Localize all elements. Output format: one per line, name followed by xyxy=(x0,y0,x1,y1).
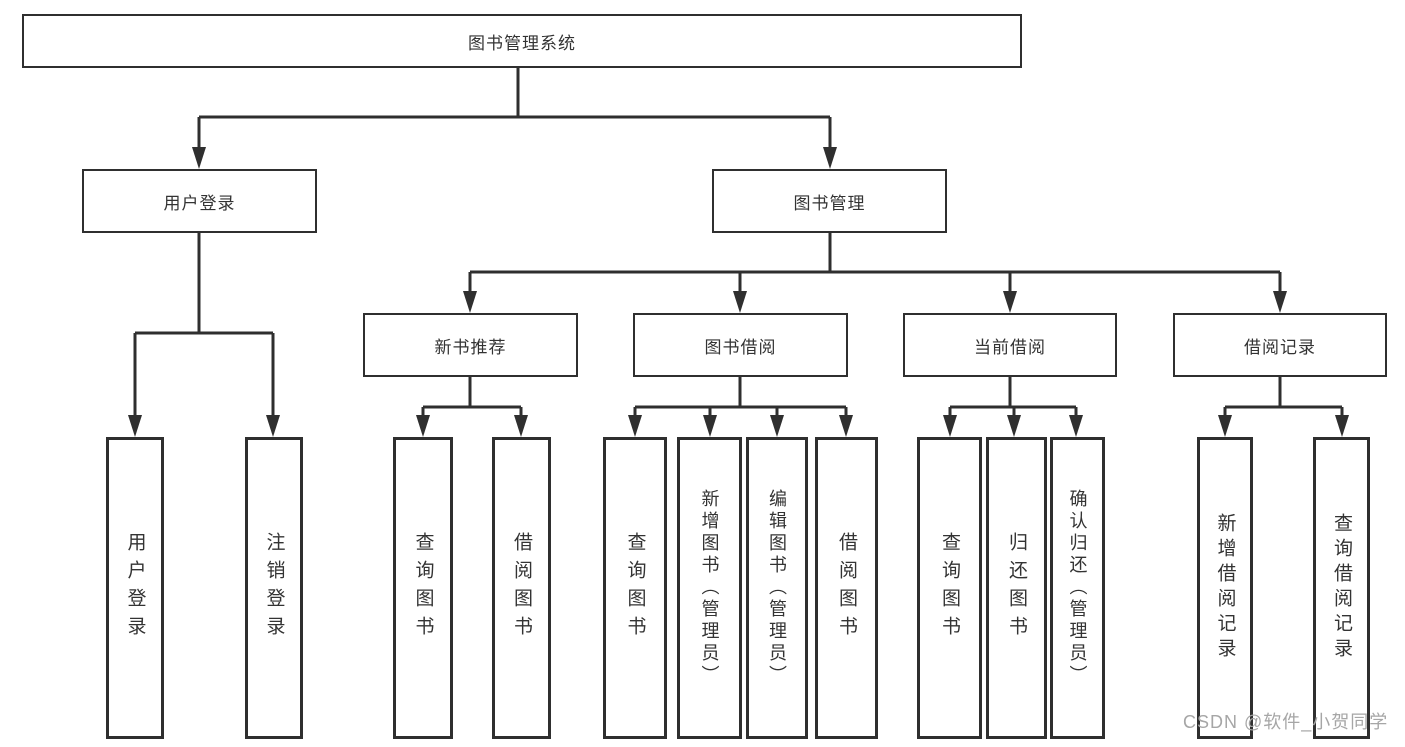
leaf-cb-confirm-return-admin-label: 确认归还（管理员） xyxy=(1067,489,1088,687)
leaf-logout-label: 注销登录 xyxy=(263,532,285,644)
leaf-br-query-record-label: 查询借阅记录 xyxy=(1331,513,1352,663)
connector-current-borrow-to-leaves xyxy=(943,377,1083,437)
leaf-bb-query-books: 查询图书 xyxy=(603,437,667,739)
connector-book-mgmt-to-level3 xyxy=(463,233,1287,313)
connector-root-to-level2 xyxy=(192,68,837,169)
leaf-logout: 注销登录 xyxy=(245,437,303,739)
node-new-book-recommend-label: 新书推荐 xyxy=(434,337,507,357)
leaf-bb-add-books-admin: 新增图书（管理员） xyxy=(677,437,742,739)
node-borrow-record: 借阅记录 xyxy=(1173,313,1387,377)
leaf-nbr-query-books: 查询图书 xyxy=(393,437,453,739)
leaf-user-login-label: 用户登录 xyxy=(124,532,146,644)
node-root-label: 图书管理系统 xyxy=(468,33,576,53)
leaf-br-add-record-label: 新增借阅记录 xyxy=(1214,513,1236,663)
leaf-cb-return-books: 归还图书 xyxy=(986,437,1047,739)
connector-borrow-record-to-leaves xyxy=(1218,377,1349,437)
leaf-cb-return-books-label: 归还图书 xyxy=(1006,532,1027,644)
connector-new-book-rec-to-leaves xyxy=(416,377,528,437)
leaf-user-login: 用户登录 xyxy=(106,437,164,739)
node-new-book-recommend: 新书推荐 xyxy=(363,313,578,377)
connector-book-borrow-to-leaves xyxy=(628,377,853,437)
leaf-bb-add-books-admin-label: 新增图书（管理员） xyxy=(699,489,720,687)
leaf-br-query-record: 查询借阅记录 xyxy=(1313,437,1370,739)
node-book-management: 图书管理 xyxy=(712,169,947,233)
leaf-br-add-record: 新增借阅记录 xyxy=(1197,437,1253,739)
connector-user-login-to-leaves xyxy=(128,233,280,437)
node-root-library-system: 图书管理系统 xyxy=(22,14,1022,68)
leaf-cb-confirm-return-admin: 确认归还（管理员） xyxy=(1050,437,1105,739)
node-current-borrow-label: 当前借阅 xyxy=(974,337,1046,357)
leaf-nbr-borrow-books-label: 借阅图书 xyxy=(511,532,532,644)
leaf-bb-edit-books-admin-label: 编辑图书（管理员） xyxy=(767,489,787,687)
leaf-bb-borrow-books-label: 借阅图书 xyxy=(836,532,857,644)
leaf-cb-query-books: 查询图书 xyxy=(917,437,982,739)
node-user-login-label: 用户登录 xyxy=(163,193,236,213)
leaf-cb-query-books-label: 查询图书 xyxy=(939,532,960,644)
node-borrow-record-label: 借阅记录 xyxy=(1244,337,1316,357)
leaf-nbr-query-books-label: 查询图书 xyxy=(412,532,434,644)
leaf-nbr-borrow-books: 借阅图书 xyxy=(492,437,551,739)
node-book-management-label: 图书管理 xyxy=(793,193,866,213)
node-user-login: 用户登录 xyxy=(82,169,317,233)
node-book-borrow: 图书借阅 xyxy=(633,313,848,377)
csdn-watermark: CSDN @软件_小贺同学 xyxy=(1183,712,1389,732)
node-current-borrow: 当前借阅 xyxy=(903,313,1117,377)
node-book-borrow-label: 图书借阅 xyxy=(704,337,777,357)
leaf-bb-borrow-books: 借阅图书 xyxy=(815,437,878,739)
leaf-bb-edit-books-admin: 编辑图书（管理员） xyxy=(746,437,808,739)
leaf-bb-query-books-label: 查询图书 xyxy=(624,532,646,644)
